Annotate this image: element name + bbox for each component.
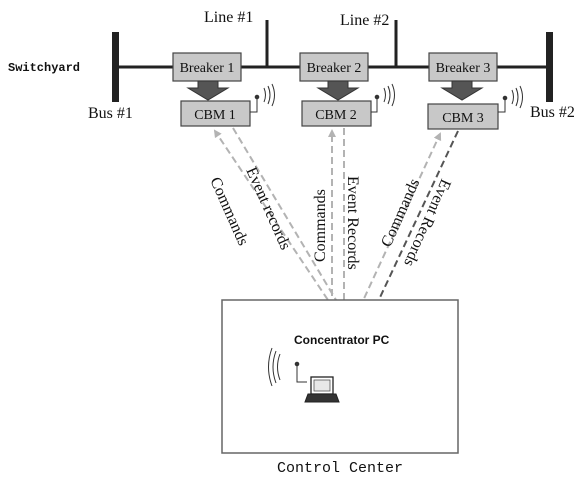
antenna-icon: [371, 83, 395, 113]
breaker-1: Breaker 1: [172, 52, 242, 82]
breaker-2: Breaker 2: [299, 52, 369, 82]
cbm-1: CBM 1: [180, 100, 251, 127]
breaker-2-label: Breaker 2: [307, 61, 362, 76]
line-1-label: Line #1: [204, 9, 253, 26]
bus-2-bar: [546, 32, 553, 102]
switchyard-label: Switchyard: [8, 61, 80, 75]
breaker-1-label: Breaker 1: [180, 61, 235, 76]
link-2-commands-label: Commands: [312, 189, 329, 262]
breaker-2-arrow: [316, 80, 360, 101]
breaker-1-arrow: [186, 80, 230, 101]
bus-1-bar: [112, 32, 119, 102]
cbm-1-commands-arrow: [213, 129, 341, 319]
cbm-3: CBM 3: [427, 103, 499, 130]
breaker-3-label: Breaker 3: [436, 61, 491, 76]
cbm-1-label: CBM 1: [194, 108, 236, 123]
cbm-3-events-arrow: [366, 130, 459, 325]
concentrator-pc-label: Concentrator PC: [294, 333, 390, 347]
cbm-2: CBM 2: [301, 100, 372, 127]
antenna-icon: [498, 85, 523, 113]
link-1-commands-label: Commands: [206, 175, 251, 249]
cbm-2-label: CBM 2: [315, 108, 357, 123]
cbm-1-events-arrow: [232, 127, 350, 322]
breaker-3: Breaker 3: [428, 52, 498, 82]
cbm-3-commands-arrow: [354, 132, 442, 319]
laptop-icon: [304, 376, 340, 403]
breaker-3-arrow: [440, 80, 484, 101]
antenna-icon: [250, 83, 275, 113]
cbm-3-label: CBM 3: [442, 111, 484, 126]
line-2-label: Line #2: [340, 12, 389, 29]
link-2-events-label: Event Records: [344, 176, 361, 270]
bus-1-label: Bus #1: [88, 105, 133, 122]
bus-2-label: Bus #2: [530, 104, 575, 121]
control-center-box: [221, 299, 459, 454]
wireless-icon: [268, 347, 307, 387]
control-center-label: Control Center: [277, 460, 403, 477]
